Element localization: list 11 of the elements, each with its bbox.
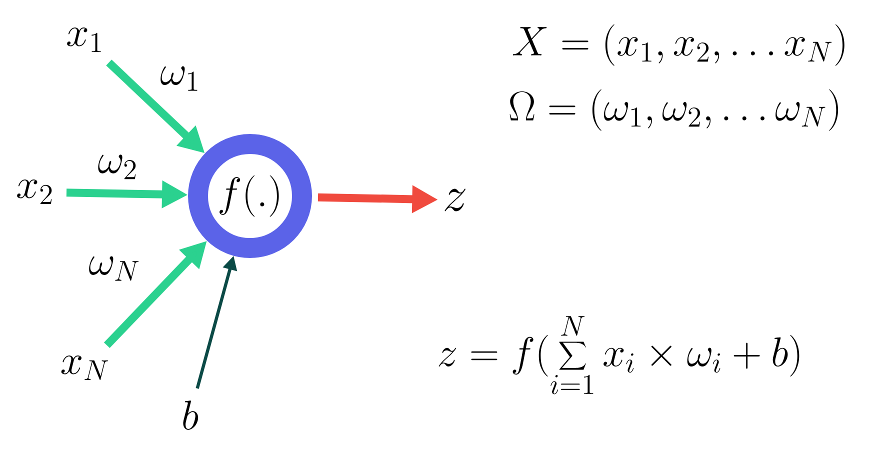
edge-label: $\omega_N$ (89, 256, 139, 281)
edge-label: $\omega_1$ (160, 66, 198, 91)
input-label: $b$ (183, 400, 198, 430)
edge-label: $\omega_2$ (98, 154, 136, 180)
output-label: $z$ (444, 188, 466, 212)
equation: $\Omega = (\omega_1, \omega_2, \ldots \omega_N)$ (510, 89, 838, 131)
equation: $X = (x_1, x_2, \ldots x_N)$ (512, 24, 844, 66)
input-label: $x_2$ (17, 180, 52, 204)
input-label: $x_1$ (67, 28, 101, 52)
input-label: $x_N$ (61, 356, 108, 380)
equation: $z = f(\sum_{i=1}^{N} x_i \times \omega_i + b)$ (438, 316, 800, 394)
